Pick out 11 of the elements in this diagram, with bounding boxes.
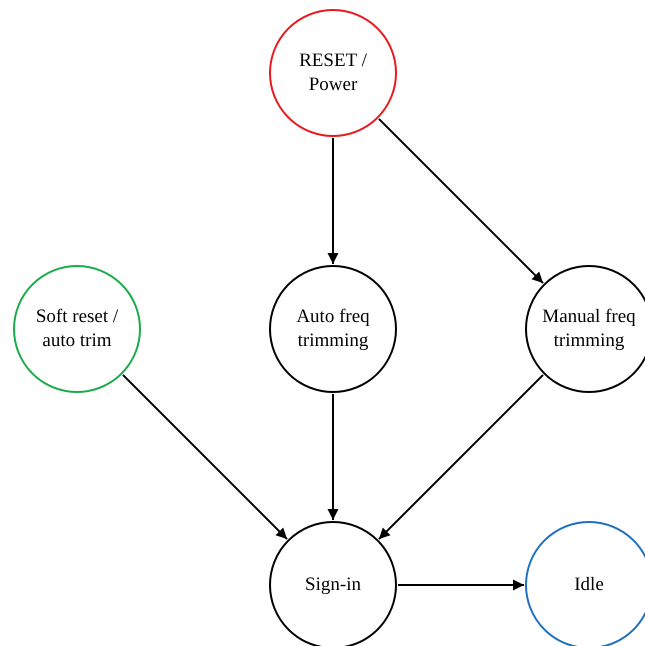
state-label: Idle: [574, 573, 604, 597]
state-label: Manual freq trimming: [541, 305, 637, 353]
arrow: [328, 394, 338, 520]
state-label: Sign-in: [305, 573, 361, 597]
arrow: [398, 580, 524, 590]
state-label: Soft reset / auto trim: [34, 305, 120, 353]
state-label: RESET / Power: [298, 49, 368, 97]
arrow: [378, 118, 544, 284]
arrow: [122, 374, 288, 540]
arrow: [328, 138, 338, 264]
state-label: Auto freq trimming: [295, 305, 371, 353]
